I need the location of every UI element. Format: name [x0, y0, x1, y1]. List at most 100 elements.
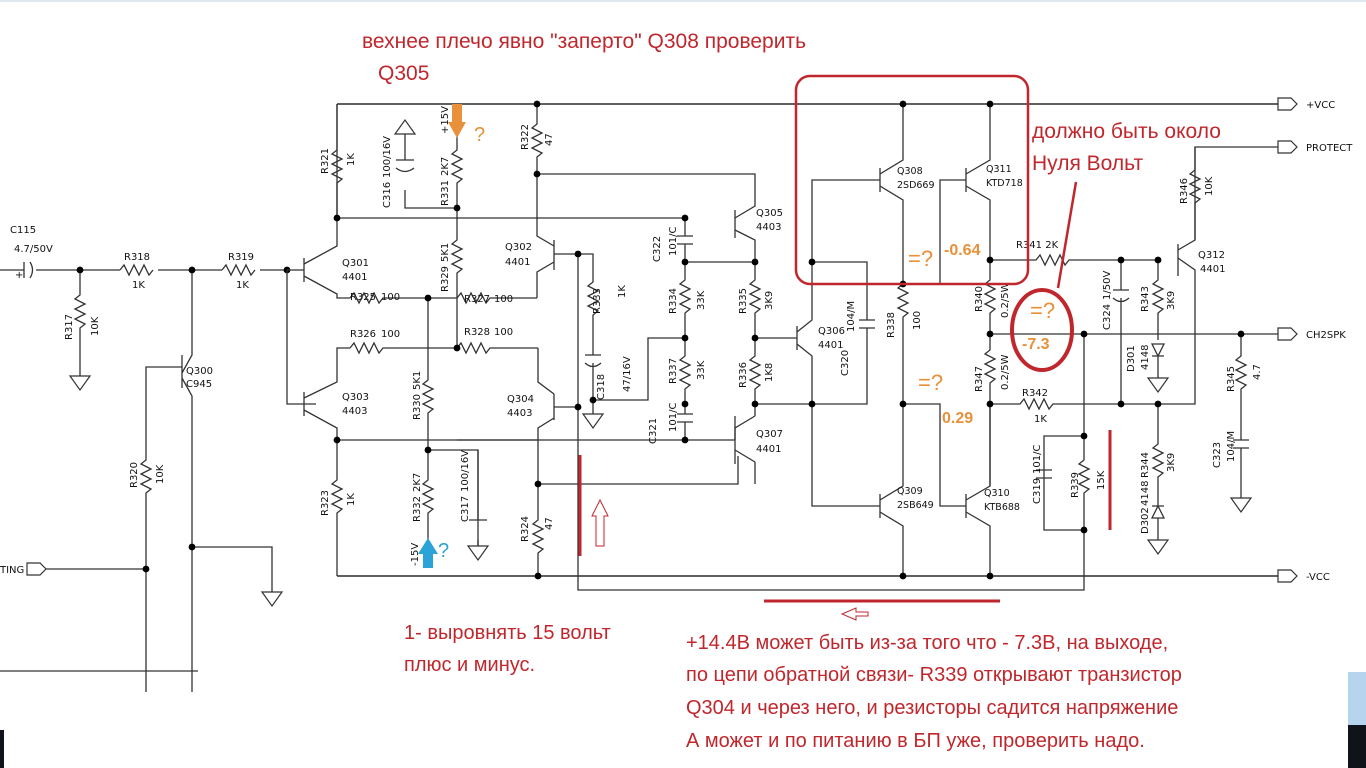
port-muting: [26, 562, 47, 576]
supply-minus15: -15V: [410, 543, 421, 566]
R340-ref: R340: [974, 286, 985, 312]
R343-value: 3K9: [1166, 291, 1177, 310]
note-align-supply-line2: плюс и минус.: [404, 654, 536, 676]
label-muting: TING: [0, 565, 24, 576]
Q311-ref: Q311: [986, 164, 1012, 175]
C317-value: 100/16V: [460, 450, 471, 492]
Q303-ref: Q303: [342, 392, 369, 403]
Q308-part: 2SD669: [897, 180, 935, 191]
R332-value: 2K7: [412, 473, 423, 492]
Q302-part: 4401: [505, 257, 530, 268]
R317-ref: R317: [64, 314, 75, 340]
highlight-output-circle: [1010, 288, 1074, 372]
Q308-ref: Q308: [897, 166, 923, 177]
R326-ref: R326: [350, 329, 376, 340]
C321-ref: C321: [648, 418, 659, 444]
note-should-be-zero-line2: Нуля Вольт: [1032, 152, 1144, 175]
highlight-upper-output-box: [794, 74, 1030, 286]
svg-text:+: +: [15, 270, 23, 281]
R344-value: 3K9: [1166, 453, 1177, 472]
R320-value: 10K: [155, 464, 166, 484]
note-should-be-zero-line1: должно быть около: [1032, 120, 1221, 143]
Q300-ref: Q300: [186, 366, 213, 377]
arrow-up-icon: [591, 498, 609, 547]
Q305-part: 4403: [756, 222, 781, 233]
measurement-lower-value: 0.29: [942, 410, 974, 427]
port-vcc-plus: [1277, 97, 1298, 111]
port-protect: [1277, 140, 1298, 154]
R323-ref: R323: [320, 490, 331, 516]
Q309-part: 2SB649: [897, 500, 934, 511]
measurement-output-value: -7.3: [1022, 336, 1050, 353]
Q301-ref: Q301: [342, 258, 369, 269]
R345-value: 4.7: [1252, 364, 1263, 380]
plus15-marker-icon: [448, 104, 466, 138]
R328-value: 100: [494, 327, 513, 338]
D302-value: 4148: [1140, 481, 1151, 506]
C322-ref: C322: [652, 236, 663, 262]
label-vcc-plus: +VCC: [1306, 100, 1335, 111]
R346-value: 10K: [1204, 176, 1215, 196]
R318-ref: R318: [124, 252, 150, 263]
D301-value: 4148: [1140, 345, 1151, 370]
Q301-part: 4401: [342, 272, 367, 283]
R330-value: 5K1: [412, 371, 423, 390]
Q307-part: 4401: [756, 444, 781, 455]
Q307-ref: Q307: [756, 429, 783, 440]
R345-ref: R345: [1226, 366, 1237, 392]
R336-value: 1K8: [764, 363, 775, 382]
R331-value: 2K7: [440, 157, 451, 176]
Q311-part: KTD718: [986, 178, 1023, 189]
R328-ref: R328: [464, 327, 490, 338]
note-upper-arm-locked: вехнее плечо явно "заперто" Q308 провери…: [362, 30, 807, 53]
R335-ref: R335: [738, 288, 749, 314]
R322-value: 47: [544, 133, 555, 146]
taskbar-fragment: [1348, 672, 1366, 768]
measurement-query-output: =?: [1030, 298, 1056, 323]
R338-ref: R338: [886, 312, 897, 338]
R342-ref: R342: [1022, 388, 1048, 399]
R330-ref: R330: [412, 394, 423, 420]
rails: [337, 103, 1278, 577]
R338-value: 100: [912, 311, 923, 330]
port-vcc-minus: [1277, 569, 1298, 583]
R325-value: 100: [381, 292, 400, 303]
R337-value: 33K: [696, 360, 707, 380]
label-ch2spk: CH2SPK: [1306, 330, 1346, 341]
R320-ref: R320: [129, 462, 140, 488]
label-protect: PROTECT: [1306, 143, 1353, 154]
note-body-line: А может и по питанию в БП уже, проверить…: [686, 730, 1145, 752]
R334-value: 33K: [696, 290, 707, 310]
R339-value: 15K: [1096, 470, 1107, 490]
R319-ref: R319: [228, 252, 254, 263]
Q304-part: 4403: [507, 408, 532, 419]
C324-value: 1/50V: [1102, 271, 1113, 300]
C115-value: 4.7/50V: [14, 244, 53, 255]
C324-ref: C324: [1102, 304, 1113, 330]
R317-value: 10K: [90, 316, 101, 336]
C319-ref: C319: [1032, 478, 1043, 504]
port-ch2spk: [1277, 327, 1298, 341]
minus15-marker-icon: [418, 538, 438, 568]
C115-ref: C115: [10, 225, 36, 236]
Q302-ref: Q302: [505, 242, 532, 253]
R321-ref: R321: [320, 148, 331, 174]
note-align-supply-line1: 1- выровнять 15 вольт: [404, 622, 611, 644]
R341-ref: R341 2K: [1016, 240, 1059, 251]
R333-ref: R333: [592, 288, 603, 314]
note-body-line: Q304 и через него, и резисторы садится н…: [686, 697, 1179, 719]
R339-ref: R339: [1070, 472, 1081, 498]
R327-ref: R327: [464, 294, 490, 305]
supply-plus15: +15V: [440, 106, 451, 134]
label-vcc-minus: -VCC: [1306, 572, 1330, 583]
R347-ref: R347: [974, 366, 985, 392]
R333-value: 1K: [617, 285, 628, 298]
R322-ref: R322: [520, 124, 531, 150]
input-stage: [286, 104, 538, 576]
R337-ref: R337: [668, 358, 679, 384]
R327-value: 100: [494, 294, 513, 305]
C320-ref: C320: [840, 350, 851, 376]
Q300-part: C945: [186, 379, 212, 390]
minus15-question-mark: ?: [438, 540, 450, 562]
C320-value: 104/M: [846, 301, 857, 332]
